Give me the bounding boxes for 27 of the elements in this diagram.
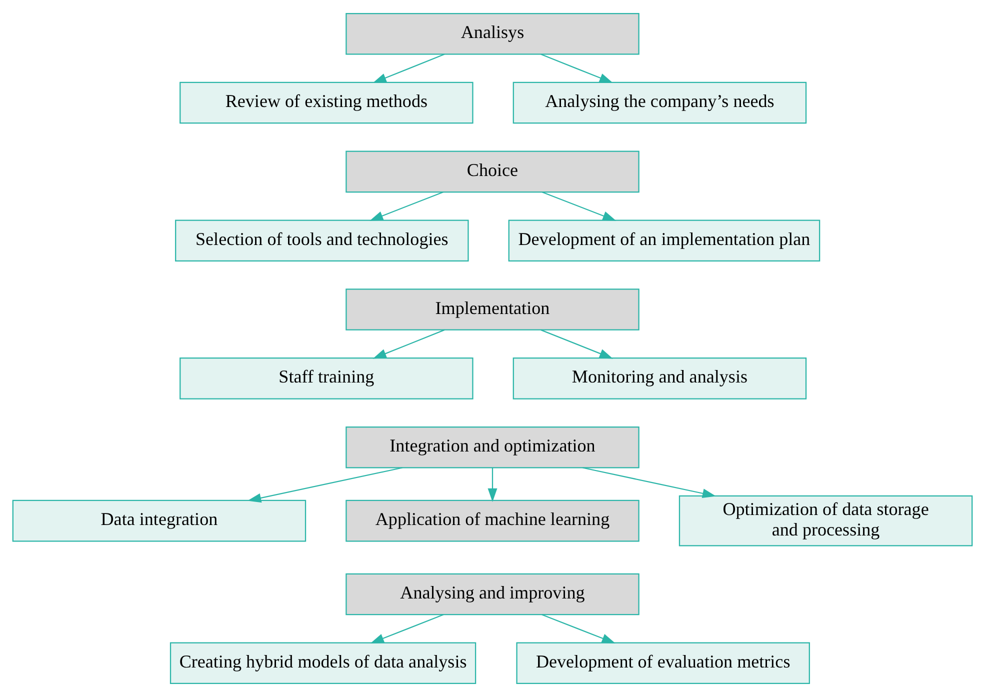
node-box: Creating hybrid models of data analysis — [170, 642, 476, 684]
arrow — [370, 614, 444, 644]
node-box: Analisys — [346, 12, 640, 55]
arrow — [540, 54, 614, 84]
node-box: Integration and optimization — [346, 426, 640, 468]
arrow — [372, 54, 445, 84]
arrow — [542, 614, 616, 644]
node-box: Development of evaluation metrics — [516, 642, 810, 684]
node-box: Analysing and improving — [346, 573, 640, 616]
node-box: Development of an implementation plan — [508, 220, 820, 262]
node-box: Selection of tools and technologies — [175, 220, 469, 262]
arrow — [372, 329, 445, 359]
arrow — [542, 192, 616, 221]
node-box: Review of existing methods — [180, 82, 474, 124]
node-box: Data integration — [12, 500, 306, 542]
arrow — [540, 329, 614, 359]
node-box: Choice — [346, 150, 640, 193]
node-box: Application of machine learning — [346, 500, 640, 542]
node-box: Optimization of data storage and processing — [678, 495, 973, 546]
node-box: Staff training — [180, 358, 474, 400]
arrow — [248, 467, 402, 503]
arrow — [370, 192, 444, 221]
node-box: Monitoring and analysis — [512, 358, 807, 400]
arrow — [488, 468, 498, 502]
node-box: Implementation — [346, 288, 640, 330]
node-box: Analysing the company’s needs — [512, 82, 807, 124]
arrow — [582, 467, 716, 498]
